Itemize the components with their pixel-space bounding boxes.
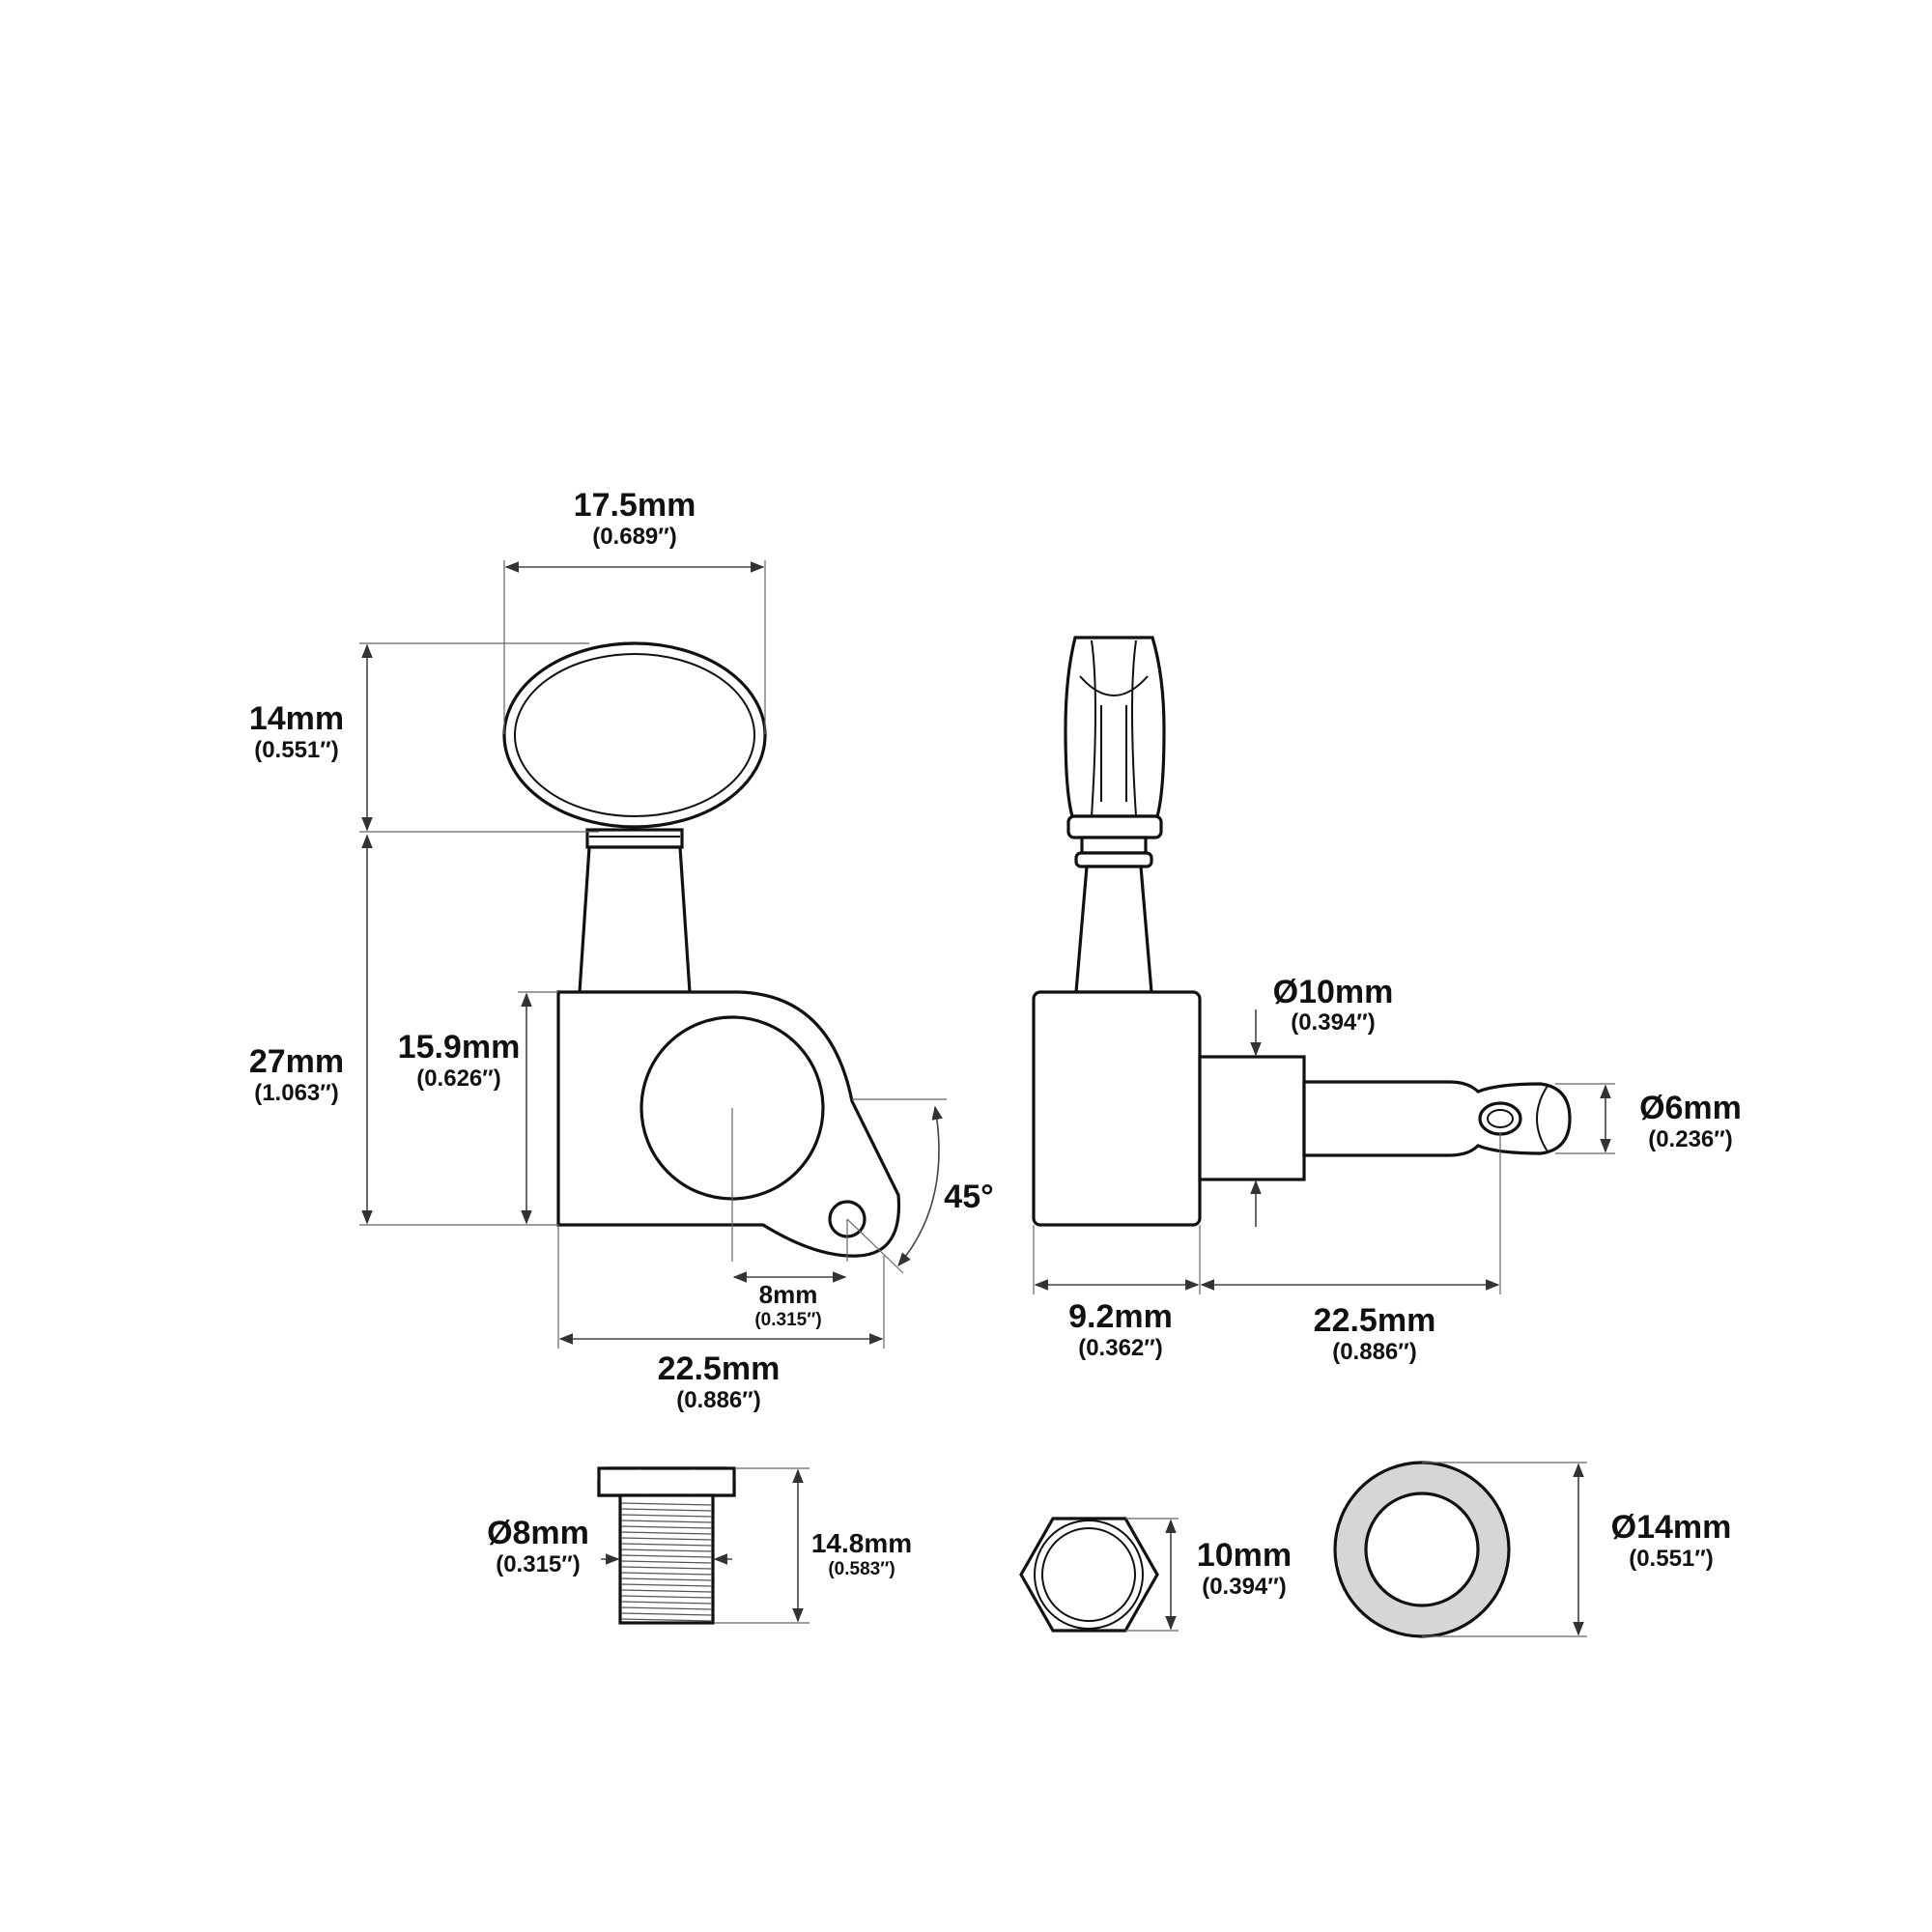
- thread-line: [620, 1520, 713, 1523]
- thread-line: [620, 1514, 713, 1518]
- thread-line: [620, 1554, 713, 1558]
- housing-width-label: 22.5mm: [658, 1350, 781, 1387]
- thread-line: [620, 1508, 713, 1512]
- thread-line: [620, 1502, 713, 1506]
- side-post-base: [1198, 1055, 1306, 1181]
- housing-depth-label: 9.2mm: [1068, 1298, 1173, 1335]
- side-string-hole: [1478, 1101, 1522, 1136]
- nut-size-label: 10mm: [1197, 1537, 1292, 1574]
- thread-line: [620, 1589, 713, 1593]
- front-knob-outer: [502, 641, 767, 829]
- housing-width-inch-label: (0.886″): [676, 1387, 761, 1413]
- thread-line: [620, 1543, 713, 1547]
- front-view: 17.5mm (0.689″) 14mm (0.551″) 27mm (1.06…: [249, 487, 994, 1413]
- front-shaft: [578, 845, 692, 994]
- thread-line: [620, 1531, 713, 1535]
- side-string-post: [1302, 1080, 1572, 1157]
- housing-depth-inch-label: (0.362″): [1078, 1335, 1163, 1361]
- front-neck-collar: [585, 828, 684, 849]
- string-post-diameter-label: Ø6mm: [1639, 1090, 1742, 1126]
- side-view: Ø10mm (0.394″) Ø6mm (0.236″) 9.2mm (0.36…: [1032, 636, 1742, 1365]
- total-height-label: 27mm: [249, 1043, 344, 1080]
- bushing-height-label: 14.8mm: [811, 1528, 912, 1558]
- thread-line: [620, 1572, 713, 1576]
- hole-offset-inch-label: (0.315″): [754, 1310, 821, 1330]
- washer-diameter-inch-label: (0.551″): [1629, 1546, 1714, 1572]
- thread-line: [620, 1525, 713, 1529]
- thread-line: [620, 1537, 713, 1541]
- housing-height-label: 15.9mm: [398, 1029, 521, 1065]
- post-diameter-label: Ø10mm: [1273, 974, 1394, 1010]
- thread-line: [620, 1577, 713, 1581]
- hole-offset-label: 8mm: [759, 1280, 818, 1309]
- post-length-inch-label: (0.886″): [1332, 1339, 1417, 1365]
- front-knob-inner: [514, 653, 755, 817]
- knob-height-inch-label: (0.551″): [254, 737, 339, 763]
- housing-height-inch-label: (0.626″): [416, 1065, 501, 1092]
- knob-width-label: 17.5mm: [574, 487, 696, 524]
- thread-line: [620, 1606, 713, 1610]
- string-post-diameter-inch-label: (0.236″): [1648, 1126, 1733, 1152]
- washer-hole: [1364, 1492, 1480, 1607]
- bushing-height-inch-label: (0.583″): [828, 1559, 895, 1579]
- nut-size-inch-label: (0.394″): [1202, 1574, 1287, 1600]
- bushing-diameter-label: Ø8mm: [487, 1515, 589, 1551]
- bushing-threads: [620, 1502, 713, 1622]
- side-collar: [1066, 814, 1163, 839]
- thread-line: [620, 1560, 713, 1564]
- side-shaft: [1074, 865, 1153, 994]
- side-housing: [1032, 990, 1202, 1227]
- knob-width-inch-label: (0.689″): [592, 524, 677, 550]
- washer-view: Ø14mm (0.551″): [1333, 1461, 1732, 1638]
- side-knob: [1064, 636, 1166, 818]
- washer-diameter-label: Ø14mm: [1611, 1509, 1732, 1546]
- post-length-label: 22.5mm: [1314, 1302, 1436, 1339]
- thread-line: [620, 1548, 713, 1552]
- hex-nut-outer-ring: [1034, 1520, 1144, 1630]
- thread-line: [620, 1618, 713, 1622]
- hex-nut-inner-ring: [1041, 1527, 1136, 1622]
- thread-line: [620, 1566, 713, 1570]
- post-diameter-inch-label: (0.394″): [1291, 1009, 1376, 1036]
- thread-line: [620, 1595, 713, 1599]
- bushing-diameter-inch-label: (0.315″): [496, 1551, 581, 1577]
- thread-line: [620, 1612, 713, 1616]
- thread-line: [620, 1583, 713, 1587]
- bushing-view: Ø8mm (0.315″) 14.8mm (0.583″): [487, 1466, 912, 1625]
- knob-height-label: 14mm: [249, 700, 344, 737]
- angle-label: 45°: [944, 1179, 993, 1215]
- thread-line: [620, 1601, 713, 1605]
- total-height-inch-label: (1.063″): [254, 1080, 339, 1106]
- hex-nut-view: 10mm (0.394″): [1019, 1517, 1292, 1633]
